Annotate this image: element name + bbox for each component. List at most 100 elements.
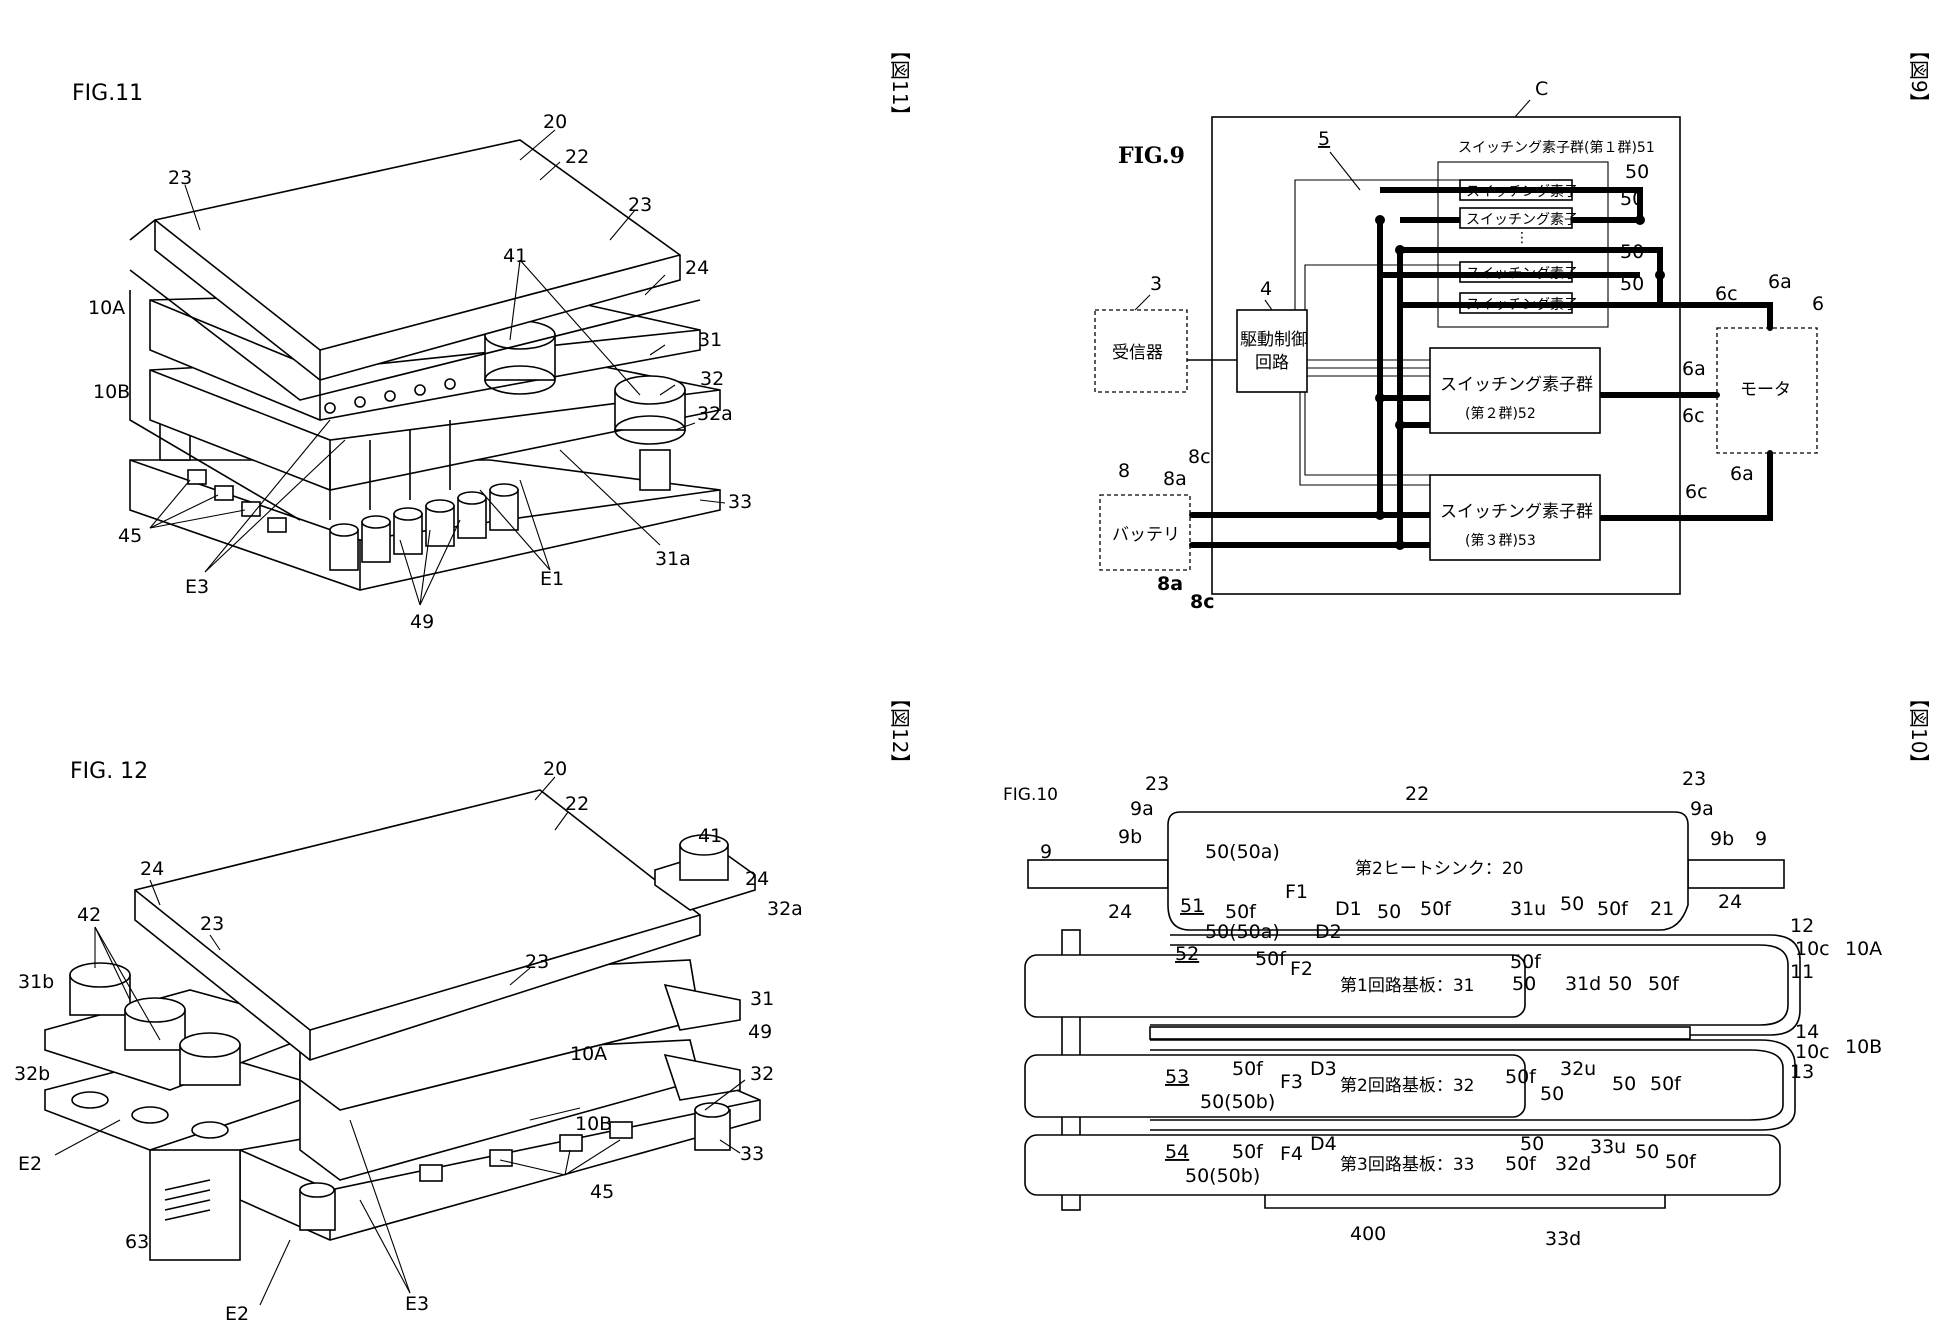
fig12-label: 10A [570, 1043, 607, 1065]
fig10-label: 50f [1505, 1153, 1537, 1175]
fig12-label: 32 [750, 1063, 774, 1085]
fig12-label: E2 [225, 1303, 249, 1324]
fig11-label: 20 [543, 111, 567, 133]
group3-box [1429, 474, 1601, 561]
fig10-label: 32d [1555, 1153, 1591, 1175]
fig10-label: 50 [1612, 1073, 1636, 1095]
group1-box [1437, 161, 1609, 328]
fig12-label: 24 [745, 868, 769, 890]
fig11-label: 23 [168, 167, 192, 189]
group3-line2: (第３群)53 [1465, 532, 1536, 549]
fig10-label: 50f [1255, 948, 1287, 970]
fig12-label: 42 [77, 904, 101, 926]
fig11-label: 31 [698, 329, 722, 351]
fig10-label: 14 [1795, 1021, 1819, 1043]
fig11-label: 22 [565, 146, 589, 168]
fig10-label: F4 [1280, 1143, 1303, 1165]
fig12-title: FIG. 12 [70, 759, 148, 784]
fig10-label: 50f [1648, 973, 1680, 995]
heatsink-label: 第2ヒートシンク：20 [1355, 859, 1523, 879]
fig12-label: 33 [740, 1143, 764, 1165]
side-tag-fig10: 【図10】 [1907, 688, 1931, 773]
receiver-label: 受信器 [1112, 343, 1163, 363]
group2-line1: スイッチング素子群 [1440, 375, 1593, 395]
motor-ref: 6 [1812, 293, 1824, 315]
ref-50: 50 [1620, 273, 1644, 295]
group2-line2: (第２群)52 [1465, 405, 1536, 422]
fig10-label: D1 [1335, 898, 1362, 920]
fig10-label: 9 [1755, 828, 1767, 850]
fig10-label: 50 [1377, 901, 1401, 923]
fig9-title: FIG.9 [1118, 143, 1185, 169]
fig10-label: 11 [1790, 961, 1814, 983]
fig12-label: 32a [767, 898, 803, 920]
receiver-ref: 3 [1150, 273, 1162, 295]
fig12-label: 20 [543, 758, 567, 780]
fig10-label: F2 [1290, 958, 1313, 980]
drive-circuit-box [1236, 309, 1308, 393]
fig10-label: 50f [1650, 1073, 1682, 1095]
fig10-label: D2 [1315, 921, 1342, 943]
group1-title: スイッチング素子群(第１群)51 [1458, 139, 1655, 156]
fig10-label: 50f [1225, 901, 1257, 923]
group3-line1: スイッチング素子群 [1440, 502, 1593, 522]
fig12-label: 23 [200, 913, 224, 935]
fig11-label: 32 [700, 368, 724, 390]
fig10-label: 32u [1560, 1058, 1596, 1080]
fig10-title: FIG.10 [1003, 785, 1058, 805]
fig10-label: 50(50b) [1200, 1091, 1275, 1113]
fig10-label: 9b [1710, 828, 1734, 850]
fig10-label: 24 [1718, 891, 1742, 913]
fig11-label: 31a [655, 548, 691, 570]
battery-ref: 8 [1118, 460, 1130, 482]
fig10-label: 50(50a) [1205, 921, 1280, 943]
fig10-label: D3 [1310, 1058, 1337, 1080]
board2-label: 第2回路基板：32 [1340, 1076, 1474, 1096]
fig10-label: 50 [1608, 973, 1632, 995]
fig10-label: 22 [1405, 783, 1429, 805]
fig10-label: 13 [1790, 1061, 1814, 1083]
fig10-label: 10A [1845, 938, 1882, 960]
fig10-label: 50 [1520, 1133, 1544, 1155]
fig11-label: E1 [540, 568, 564, 590]
fig10-label: 50f [1232, 1141, 1264, 1163]
receiver-box [1094, 309, 1188, 393]
fig10-label: 9a [1130, 798, 1154, 820]
fig10-label: 31d [1565, 973, 1601, 995]
fig11-label: 32a [697, 403, 733, 425]
fig10-label: 33u [1590, 1136, 1626, 1158]
fig10-label: 50 [1635, 1141, 1659, 1163]
fig10-label: 10c [1795, 938, 1830, 960]
fig11-label: 45 [118, 525, 142, 547]
drive-ref: 4 [1260, 278, 1272, 300]
fig10-label: 50f [1232, 1058, 1264, 1080]
fig12-label: 24 [140, 858, 164, 880]
fig10-label: 50f [1505, 1066, 1537, 1088]
board3-label: 第3回路基板：33 [1340, 1155, 1474, 1175]
drive-circuit-line1: 駆動制御 [1240, 330, 1308, 350]
side-tag-fig12: 【図12】 [888, 688, 912, 773]
fig12-label: 22 [565, 793, 589, 815]
fig12-label: 31b [18, 971, 54, 993]
fig12-label: 23 [525, 951, 549, 973]
fig12-label: 63 [125, 1231, 149, 1253]
fig9-label: 6c [1682, 405, 1705, 427]
side-tag-fig9: 【図9】 [1907, 40, 1931, 113]
fig10-label: 50(50a) [1205, 841, 1280, 863]
fig10-label: 9a [1690, 798, 1714, 820]
fig11-label: 23 [628, 194, 652, 216]
fig10-diagram: FIG.10 第2ヒートシンク：20 第1回路基板：31 第2回路基板：32 第… [1003, 768, 1882, 1250]
fig9-label: 8a [1163, 468, 1187, 490]
fig10-label: 12 [1790, 915, 1814, 937]
side-tag-fig11: 【図11】 [888, 40, 912, 125]
fig10-label: 50 [1560, 893, 1584, 915]
controller-label: C [1535, 78, 1548, 100]
fig9-label: 6a [1682, 358, 1706, 380]
fig10-label: 23 [1145, 773, 1169, 795]
fig11-label: 10B [93, 381, 130, 403]
ref-50: 50 [1625, 161, 1649, 183]
controller-box [1211, 116, 1681, 595]
fig12-label: 32b [14, 1063, 50, 1085]
fig10-label: 21 [1650, 898, 1674, 920]
fig12-drawing: FIG. 12 [14, 758, 803, 1324]
